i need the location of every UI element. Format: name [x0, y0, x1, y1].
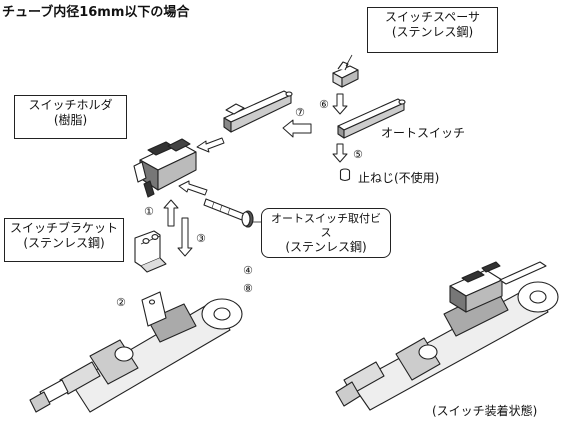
switch-bracket-name: スイッチブラケット — [9, 221, 118, 235]
cylinder-right-mounted — [335, 261, 559, 411]
step-8: ⑧ — [243, 282, 253, 295]
switch-holder-part — [133, 138, 197, 198]
switch-spacer-label: スイッチスペーサ (ステンレス鋼) — [367, 7, 498, 53]
switch-spacer-material: (ステンレス鋼) — [391, 25, 474, 39]
auto-switch-part — [337, 98, 406, 139]
mounting-screw-name: オートスイッチ取付ビス — [271, 212, 381, 239]
mounted-state-caption: (スイッチ装着状態) — [432, 404, 538, 418]
page-title: チューブ内径16mm以下の場合 — [2, 5, 190, 20]
switch-holder-material: (樹脂) — [53, 113, 88, 127]
step-7: ⑦ — [295, 106, 305, 119]
switch-spacer-part — [332, 54, 359, 88]
auto-switch-part-left — [223, 90, 293, 133]
step-5: ⑤ — [353, 148, 363, 161]
mounting-screw-part — [203, 198, 254, 228]
auto-switch-label: オートスイッチ — [381, 126, 466, 140]
switch-bracket-material: (ステンレス鋼) — [23, 236, 105, 250]
step-6: ⑥ — [319, 98, 329, 111]
step-3: ③ — [196, 232, 206, 245]
switch-holder-name: スイッチホルダ — [28, 98, 113, 112]
set-screw-part — [339, 168, 351, 182]
switch-spacer-name: スイッチスペーサ — [385, 10, 480, 24]
cylinder-left — [29, 291, 243, 413]
mounting-screw-label: オートスイッチ取付ビス (ステンレス鋼) — [261, 208, 391, 258]
switch-bracket-part — [134, 230, 167, 273]
step-4: ④ — [243, 264, 253, 277]
step-2: ② — [116, 296, 126, 309]
step-1: ① — [144, 205, 154, 218]
mounting-screw-material: (ステンレス鋼) — [285, 240, 367, 254]
switch-holder-label: スイッチホルダ (樹脂) — [14, 95, 127, 139]
switch-bracket-label: スイッチブラケット (ステンレス鋼) — [4, 218, 124, 262]
direction-arrows — [163, 93, 348, 257]
set-screw-label: 止ねじ(不使用) — [358, 171, 440, 185]
